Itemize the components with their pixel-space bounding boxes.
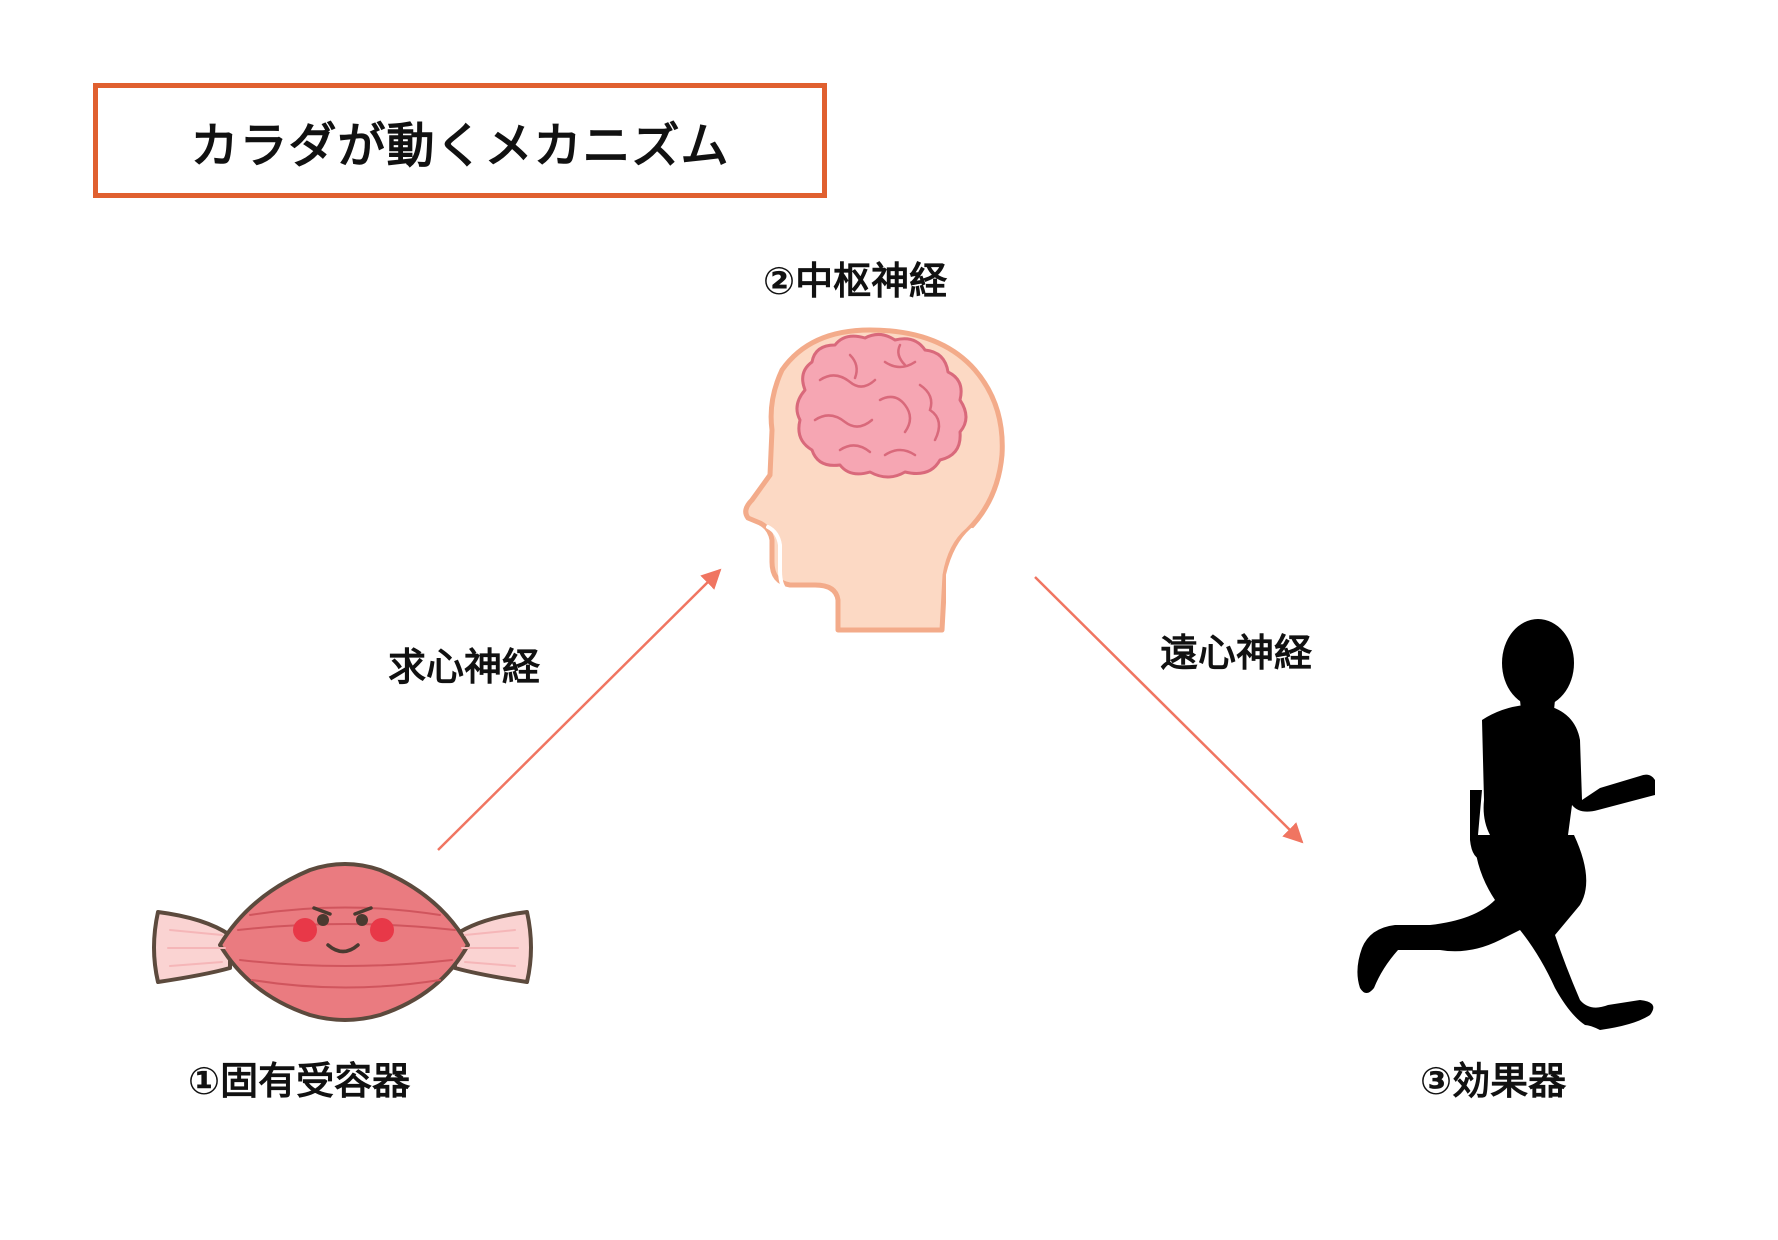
running-person-icon xyxy=(1357,619,1655,1030)
efferent-arrow xyxy=(1034,576,1304,844)
afferent-arrow xyxy=(437,568,722,851)
title-box: カラダが動くメカニズム xyxy=(93,83,827,198)
efferent-nerve-label: 遠心神経 xyxy=(1160,631,1313,675)
muscle-icon xyxy=(152,862,533,1022)
page-title: カラダが動くメカニズム xyxy=(190,117,730,174)
cns-label: ②中枢神経 xyxy=(763,259,948,303)
afferent-nerve-label: 求心神経 xyxy=(388,645,541,689)
effector-label: ③効果器 xyxy=(1420,1059,1567,1103)
receptor-label: ①固有受容器 xyxy=(188,1059,411,1103)
brain-head-icon xyxy=(743,327,1005,633)
